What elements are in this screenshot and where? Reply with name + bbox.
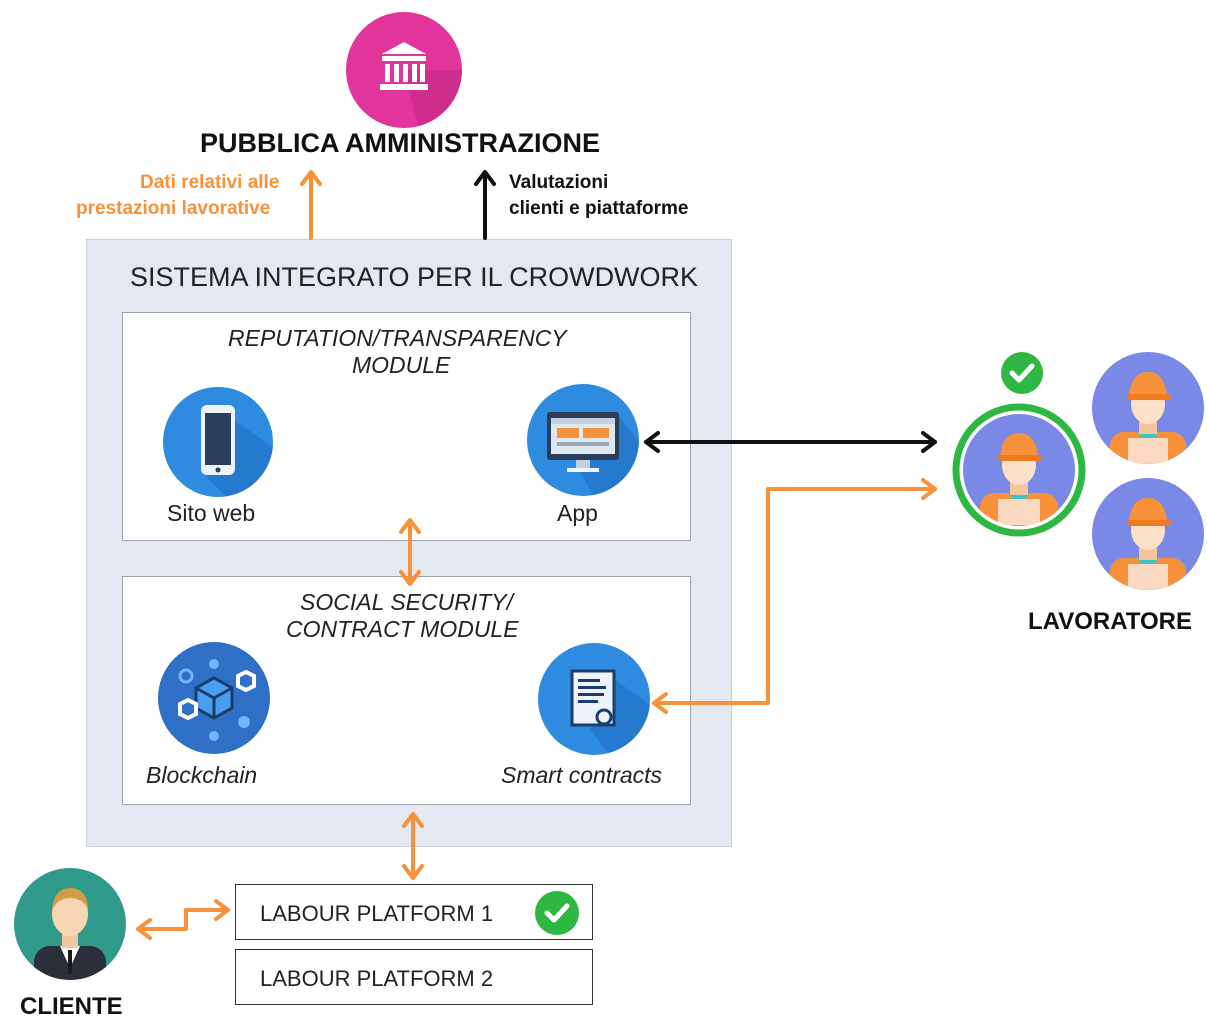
data-to-pa-label-line1: Dati relativi alle <box>140 172 280 193</box>
smartphone-icon <box>163 387 273 497</box>
smart-contracts-label: Smart contracts <box>501 762 663 788</box>
labour-platform-2-label: LABOUR PLATFORM 2 <box>260 966 494 991</box>
social-security-module-title-line2: CONTRACT MODULE <box>286 616 519 642</box>
ratings-to-pa-label-line2: clienti e piattaforme <box>509 198 689 219</box>
labour-platform-2[interactable]: LABOUR PLATFORM 2 <box>235 949 593 1005</box>
smart-contract-icon <box>538 643 650 755</box>
labour-platform-1[interactable]: LABOUR PLATFORM 1 <box>235 884 593 940</box>
blockchain-label: Blockchain <box>146 762 258 788</box>
system-platform-arrow <box>402 812 424 880</box>
app-worker-arrow <box>644 431 937 453</box>
sito-web-label: Sito web <box>167 500 256 526</box>
contract-worker-arrow <box>652 478 937 714</box>
worker-avatar-icon <box>1092 478 1204 590</box>
pa-title: PUBBLICA AMMINISTRAZIONE <box>200 128 600 158</box>
reputation-module-title-line1: REPUTATION/TRANSPARENCY <box>228 325 567 351</box>
ratings-to-pa-arrow <box>474 170 496 240</box>
ratings-to-pa-label-line1: Valutazioni <box>509 172 609 193</box>
labour-platform-1-label: LABOUR PLATFORM 1 <box>260 901 494 926</box>
check-icon <box>1001 352 1043 394</box>
worker-avatar-icon-selected <box>952 403 1086 537</box>
blockchain-icon <box>158 642 270 754</box>
worker-label: LAVORATORE <box>1028 608 1193 635</box>
client-label: CLIENTE <box>20 993 123 1020</box>
system-title: SISTEMA INTEGRATO PER IL CROWDWORK <box>130 262 699 292</box>
government-building-icon <box>346 12 462 128</box>
desktop-app-icon <box>527 384 639 496</box>
social-security-module-title-line1: SOCIAL SECURITY/ <box>300 589 514 615</box>
app-label: App <box>557 500 598 526</box>
module-link-arrow <box>399 518 421 586</box>
reputation-module-title-line2: MODULE <box>352 352 451 378</box>
client-platform-arrow <box>136 899 230 940</box>
client-avatar-icon <box>14 868 126 980</box>
worker-avatar-icon <box>1092 352 1204 464</box>
data-to-pa-arrow <box>300 170 322 240</box>
check-icon <box>535 891 579 935</box>
data-to-pa-label-line2: prestazioni lavorative <box>76 198 271 219</box>
